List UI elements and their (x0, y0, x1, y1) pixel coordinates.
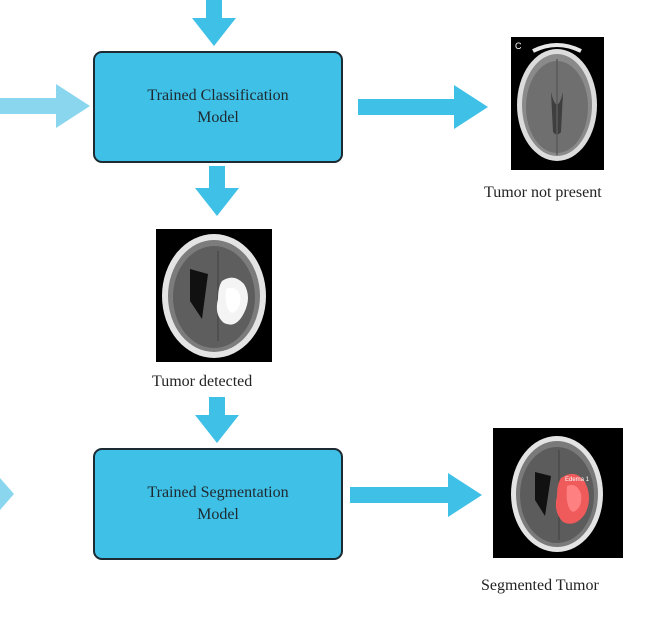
arrow-to-no-tumor (358, 85, 488, 129)
arrow-into-segmentation-left (0, 478, 14, 510)
arrow-classifier-to-detected (195, 166, 239, 216)
segmentation-model-label-line1: Trained Segmentation (147, 484, 289, 501)
ct-scan-no-tumor: C (511, 37, 604, 170)
classification-model-label-line1: Trained Classification (147, 87, 289, 104)
classification-model-label-line2: Model (197, 109, 239, 126)
arrow-into-classifier-left (0, 84, 90, 128)
arrow-detected-to-segmentation (195, 397, 239, 443)
caption-tumor-not-present: Tumor not present (484, 184, 602, 201)
no-tumor-corner-label: C (515, 41, 522, 51)
segmentation-model-box: Trained Segmentation Model (93, 448, 343, 560)
arrow-to-segmented (350, 473, 482, 517)
ct-scan-tumor-detected (156, 229, 272, 362)
ct-scan-segmented-tumor: Edema 1 (493, 428, 623, 558)
classification-model-box: Trained Classification Model (93, 51, 343, 163)
segmented-overlay-label: Edema 1 (565, 477, 590, 483)
caption-tumor-detected: Tumor detected (152, 373, 253, 390)
caption-segmented-tumor: Segmented Tumor (481, 577, 599, 594)
segmentation-model-label-line2: Model (197, 506, 239, 523)
arrow-into-classifier-top (192, 0, 236, 46)
